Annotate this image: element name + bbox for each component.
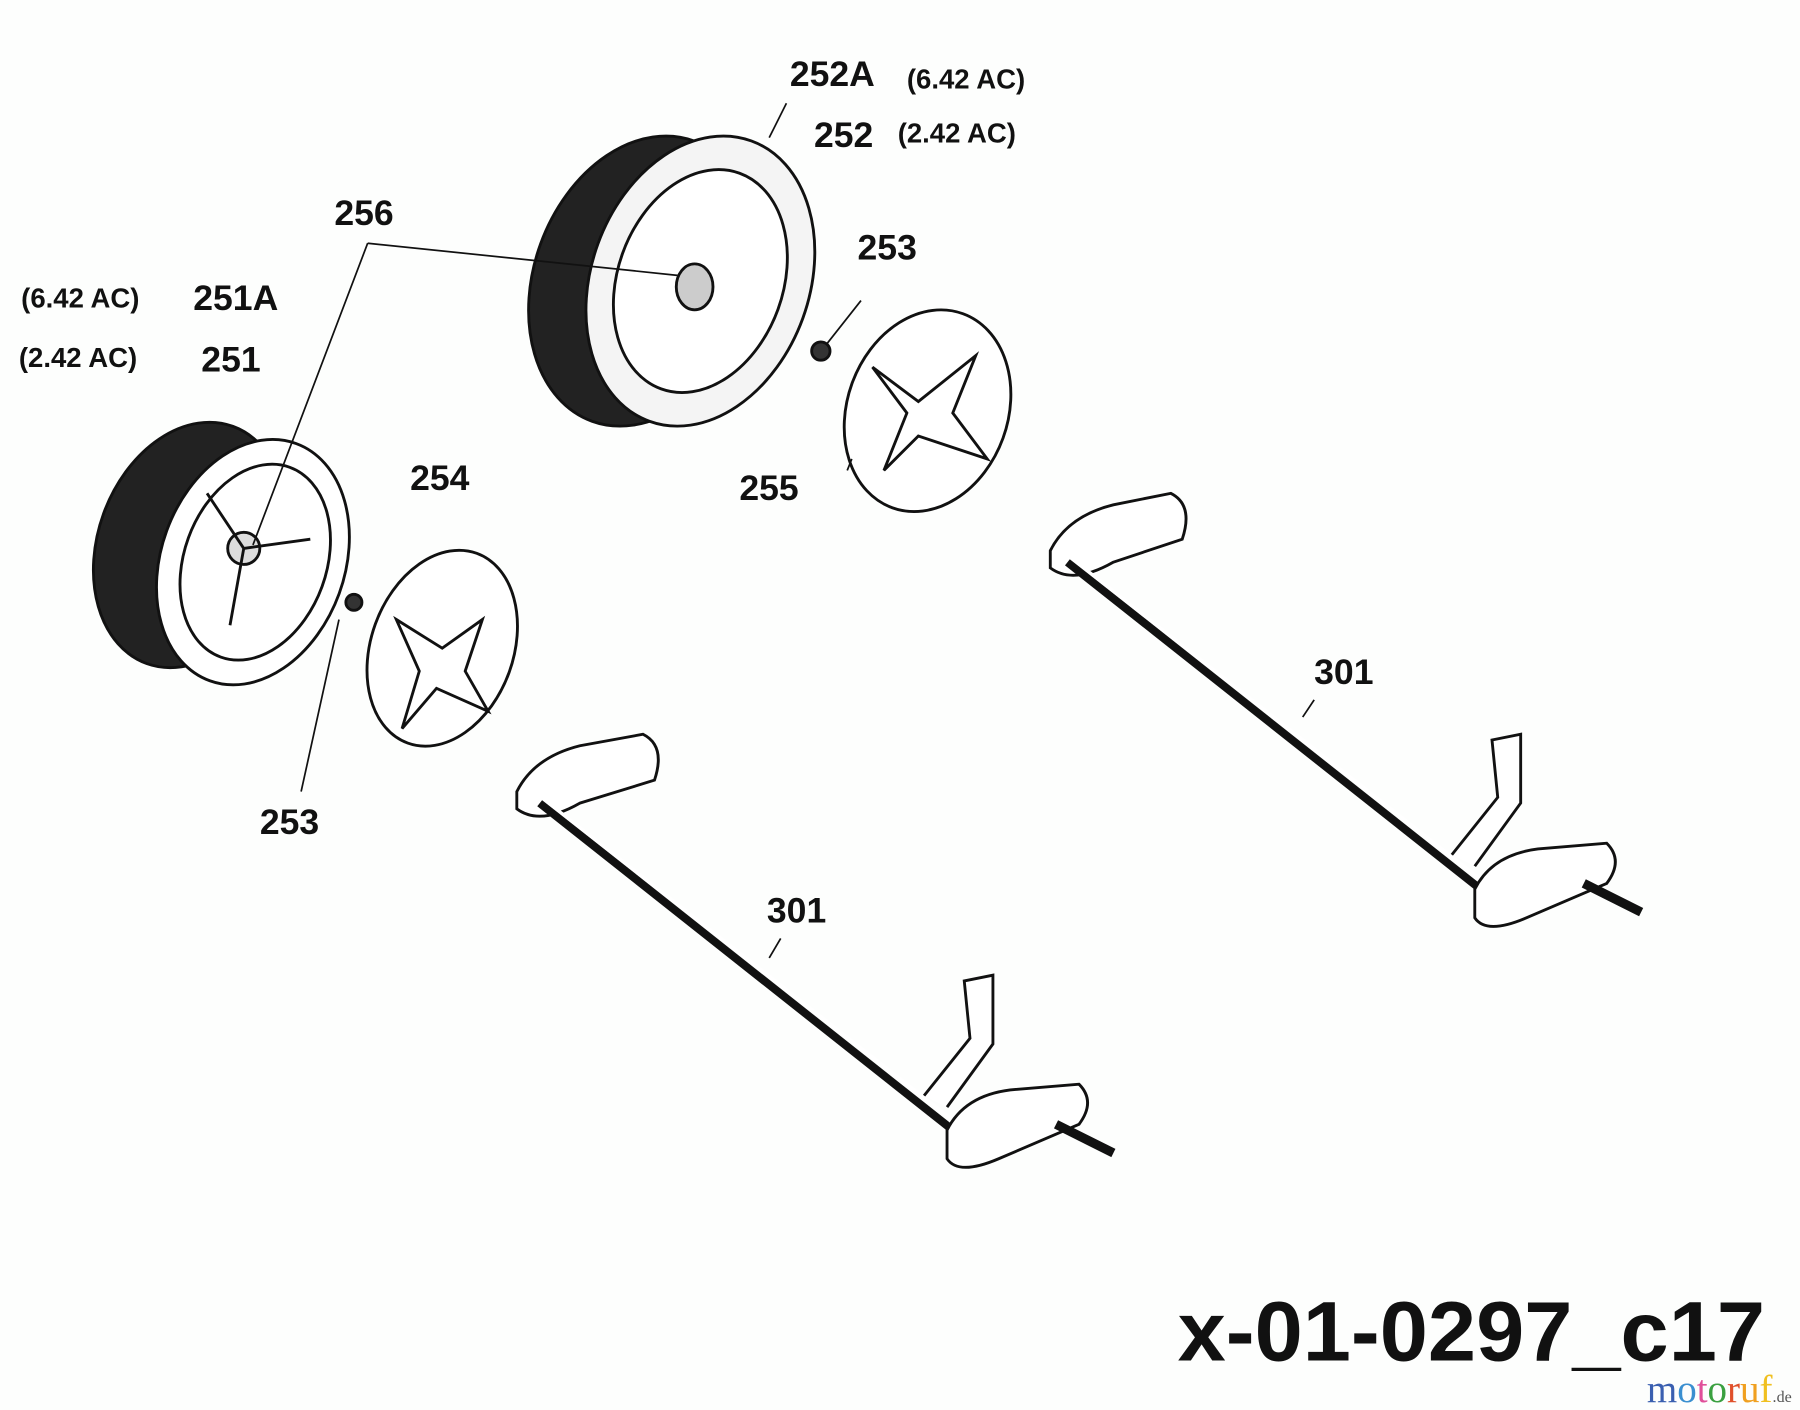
label-252A: 252A (790, 54, 875, 94)
axle-301-right (1048, 491, 1644, 928)
wheel-251 (91, 420, 351, 687)
hubcap-255 (842, 308, 1013, 513)
label-251A: 251A (193, 278, 278, 318)
axle-301-left (515, 732, 1116, 1169)
label-254: 254 (410, 458, 470, 498)
label-253-left: 253 (260, 802, 319, 842)
motoruf-logo: motoruf.de (1647, 1368, 1792, 1410)
note-251A: (6.42 AC) (21, 282, 139, 313)
note-252: (2.42 AC) (898, 117, 1016, 148)
bolt-253-left (344, 592, 364, 612)
note-252A: (6.42 AC) (907, 63, 1025, 94)
label-256: 256 (334, 193, 393, 233)
label-251: 251 (201, 340, 260, 380)
label-301-left: 301 (767, 890, 826, 930)
label-301-right: 301 (1314, 652, 1373, 692)
label-252: 252 (814, 115, 873, 155)
label-255: 255 (739, 468, 798, 508)
label-253-right: 253 (858, 227, 917, 267)
svg-text:motoruf.de: motoruf.de (1647, 1368, 1792, 1410)
wheel-252 (527, 134, 817, 428)
bolt-253-right (810, 340, 832, 362)
diagram-code: x-01-0297_c17 (1178, 1284, 1765, 1379)
note-251: (2.42 AC) (19, 342, 137, 373)
hubcap-254 (365, 548, 519, 748)
